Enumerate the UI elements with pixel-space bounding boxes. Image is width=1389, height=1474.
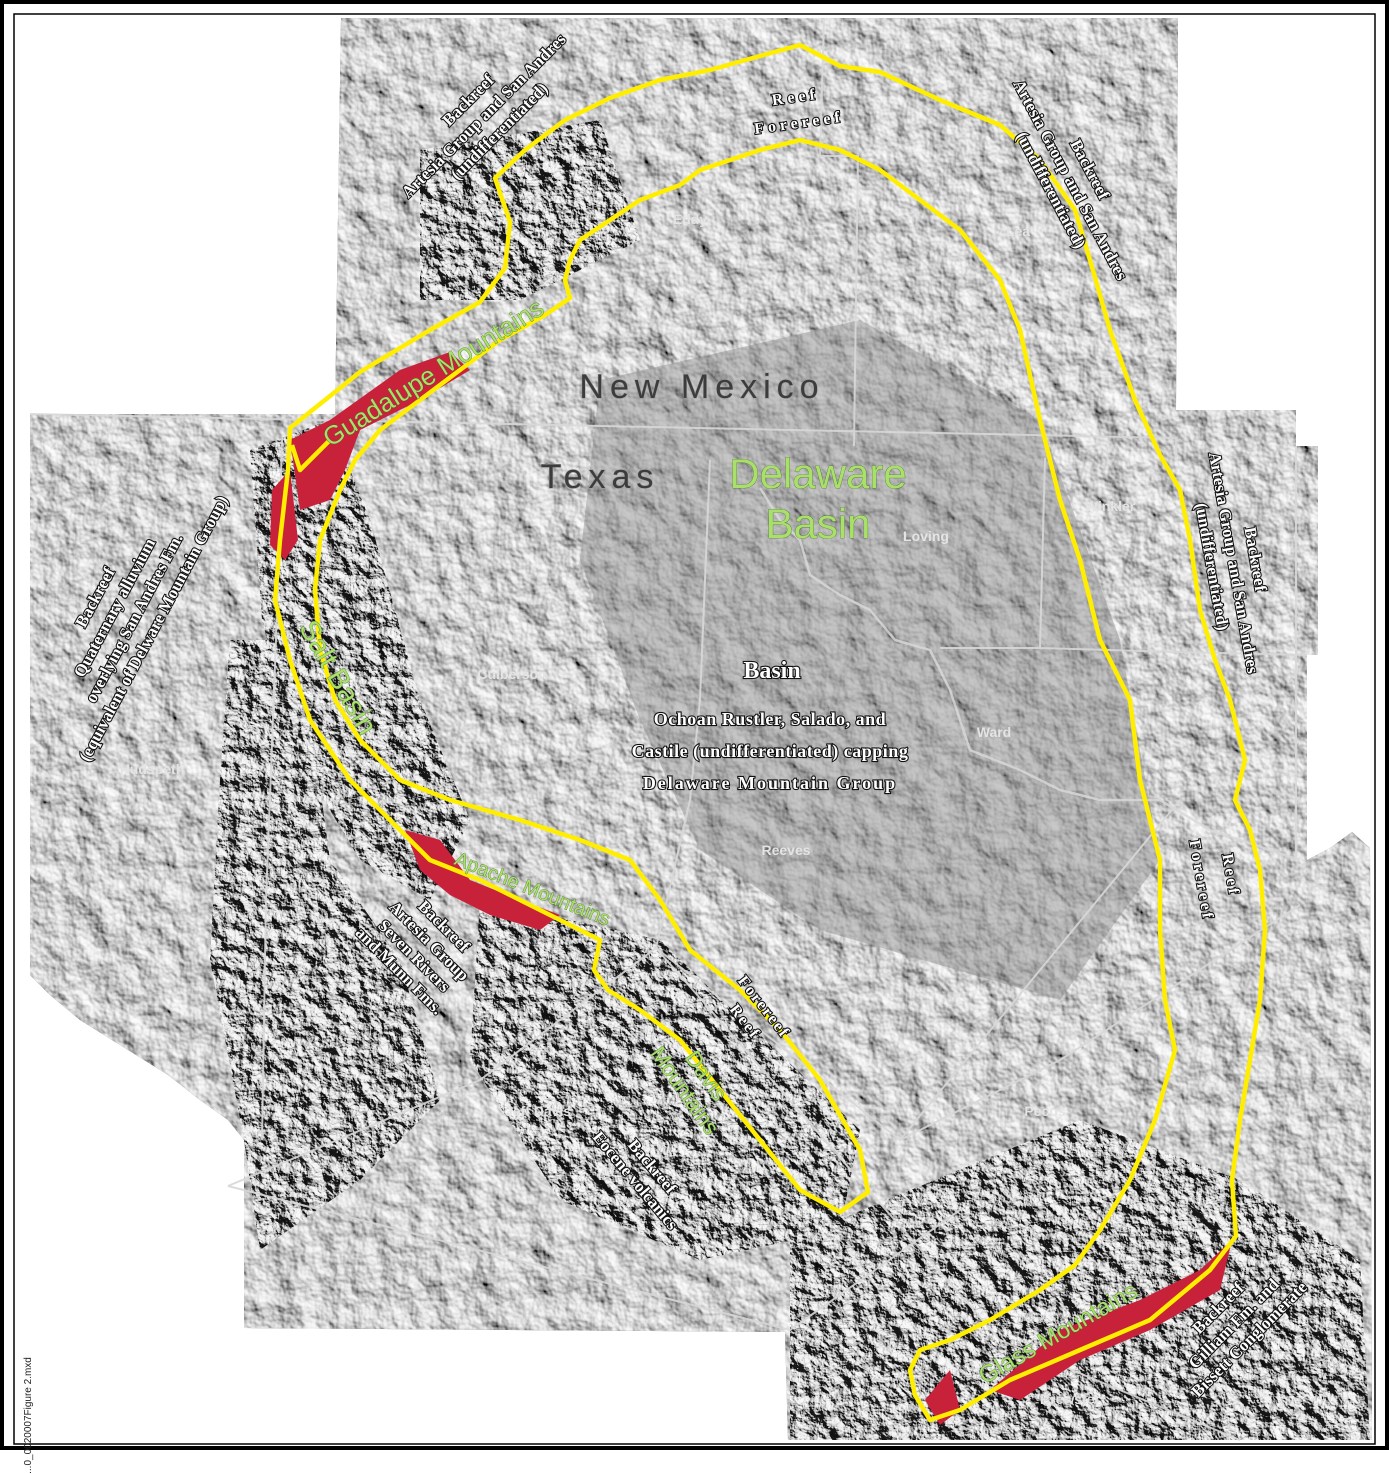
document-id: ...0_0020007Figure 2.mxd (0, 1357, 34, 1474)
county-label-reeves: Reeves (761, 842, 810, 858)
county-label-pecos: Pecos (1024, 1103, 1065, 1119)
reef-margin (272, 42, 1268, 1423)
county-label-hudspeth: Hudspeth (120, 761, 185, 777)
document-id-text: ...0_0020007Figure 2.mxd (22, 1357, 34, 1474)
annotation-basin-line-1: Ochoan Rustler, Salado, and (654, 709, 886, 729)
county-label-jeff-davis: Jeff Davis (505, 1103, 571, 1119)
county-label-ward: Ward (977, 724, 1011, 740)
county-label-culberson: Culberson (477, 666, 546, 682)
rivers (758, 487, 1301, 862)
county-label-eddy: Eddy (673, 211, 707, 227)
county-label-winkler: Winkler (1085, 498, 1136, 514)
annotation-basin-line-2: Castile (undifferentiated) capping (632, 741, 909, 762)
county-label-brewster: Brewster (1040, 1391, 1100, 1407)
state-label-tx: Texas (541, 458, 660, 496)
reef-inner-boundary (289, 438, 332, 473)
annotation-basin-line-3: Delaware Mountain Group (643, 773, 897, 793)
annotation-basin-title: Basin (743, 658, 800, 684)
county-label-loving: Loving (903, 528, 949, 544)
state-label-nm: New Mexico (579, 368, 824, 406)
annotation-n-reef-line-1: Reef (771, 86, 820, 109)
province-label-delaware-basin-line-2: Basin (765, 500, 870, 547)
county-boundaries (29, 17, 1308, 1441)
province-label-delaware-basin-line-1: Delaware (729, 450, 906, 497)
county-label-lea: Lea (1006, 223, 1030, 239)
reef-outer-boundary (272, 42, 1268, 1423)
